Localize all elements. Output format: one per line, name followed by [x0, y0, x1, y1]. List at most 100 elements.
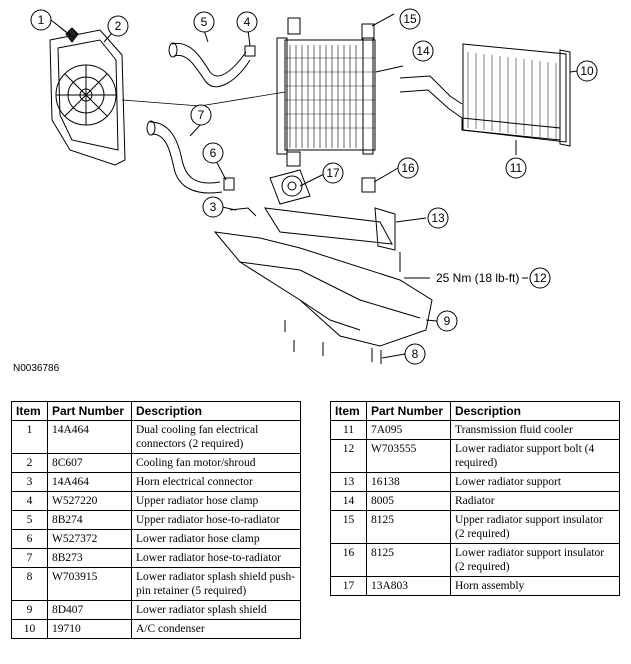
part-number-cell: 8125 — [366, 543, 451, 577]
torque-spec-label: 25 Nm (18 lb-ft) — [436, 271, 519, 285]
part-number-cell: W703915 — [47, 567, 132, 601]
item-cell: 11 — [330, 420, 367, 440]
callout-17: 17 — [322, 162, 344, 184]
table-header-row: Item Part Number Description — [11, 401, 301, 421]
svg-text:7: 7 — [198, 108, 205, 122]
callout-16: 16 — [397, 157, 419, 179]
svg-text:3: 3 — [210, 200, 217, 214]
lower-insulator-left — [286, 151, 301, 167]
item-cell: 9 — [11, 600, 48, 620]
description-cell: Upper radiator support insulator (2 requ… — [450, 510, 620, 544]
description-cell: Lower radiator splash shield — [131, 600, 301, 620]
item-cell: 15 — [330, 510, 367, 544]
svg-text:16: 16 — [401, 161, 415, 175]
horn-assembly-illustration — [269, 169, 311, 205]
item-cell: 17 — [330, 576, 367, 596]
item-cell: 8 — [11, 567, 48, 601]
upper-insulator-right — [361, 23, 375, 41]
part-number-cell: 16138 — [366, 472, 451, 492]
lower-radiator-hose-illustration — [146, 120, 223, 194]
svg-text:10: 10 — [580, 64, 594, 78]
fan-shroud-illustration — [49, 27, 126, 166]
lower-insulator-right — [361, 177, 376, 193]
part-number-cell: 8005 — [366, 491, 451, 511]
callout-4: 4 — [236, 11, 258, 33]
item-cell: 1 — [11, 420, 48, 454]
part-number-cell: 7A095 — [366, 420, 451, 440]
item-cell: 14 — [330, 491, 367, 511]
description-cell: Lower radiator hose-to-radiator — [131, 548, 301, 568]
table-header-row: Item Part Number Description — [330, 401, 620, 421]
push-pins-illustration — [284, 320, 382, 364]
item-cell: 2 — [11, 453, 48, 473]
upper-radiator-hose-illustration — [168, 42, 251, 88]
svg-text:17: 17 — [326, 166, 340, 180]
svg-text:13: 13 — [431, 211, 445, 225]
part-number-cell: 8D407 — [47, 600, 132, 620]
svg-text:2: 2 — [115, 19, 122, 33]
description-cell: Horn assembly — [450, 576, 620, 596]
transmission-cooler-illustration — [399, 75, 561, 141]
callout-5: 5 — [193, 11, 215, 33]
svg-text:9: 9 — [444, 314, 451, 328]
part-number-cell: 8B274 — [47, 510, 132, 530]
svg-text:12: 12 — [533, 271, 547, 285]
callout-9: 9 — [436, 310, 458, 332]
description-cell: Upper radiator hose clamp — [131, 491, 301, 511]
description-cell: Dual cooling fan electrical connectors (… — [131, 420, 301, 454]
description-cell: Lower radiator support bolt (4 required) — [450, 439, 620, 473]
callout-15: 15 — [399, 8, 421, 30]
item-cell: 12 — [330, 439, 367, 473]
callout-14: 14 — [412, 40, 434, 62]
header-part-number: Part Number — [366, 401, 451, 421]
part-number-cell: 14A464 — [47, 420, 132, 454]
item-cell: 13 — [330, 472, 367, 492]
item-cell: 5 — [11, 510, 48, 530]
item-cell: 10 — [11, 619, 48, 639]
callout-13: 13 — [427, 207, 449, 229]
ac-condenser-illustration — [462, 43, 571, 147]
svg-text:14: 14 — [416, 44, 430, 58]
description-cell: Upper radiator hose-to-radiator — [131, 510, 301, 530]
part-number-cell: W527220 — [47, 491, 132, 511]
splash-shield-illustration — [213, 231, 433, 347]
lower-radiator-support-illustration — [264, 207, 396, 251]
callout-3: 3 — [202, 196, 224, 218]
part-number-cell: 8125 — [366, 510, 451, 544]
description-cell: Cooling fan motor/shroud — [131, 453, 301, 473]
part-number-cell: 14A464 — [47, 472, 132, 492]
description-cell: Transmission fluid cooler — [450, 420, 620, 440]
item-cell: 16 — [330, 543, 367, 577]
callout-10: 10 — [576, 60, 598, 82]
description-cell: Lower radiator support — [450, 472, 620, 492]
svg-text:5: 5 — [201, 15, 208, 29]
description-cell: Lower radiator hose clamp — [131, 529, 301, 549]
horn-connector-illustration — [229, 207, 257, 217]
description-cell: A/C condenser — [131, 619, 301, 639]
part-number-cell: 13A803 — [366, 576, 451, 596]
callout-8: 8 — [404, 343, 426, 365]
header-part-number: Part Number — [47, 401, 132, 421]
item-cell: 6 — [11, 529, 48, 549]
radiator-illustration — [276, 37, 376, 155]
part-number-cell: W527372 — [47, 529, 132, 549]
part-number-cell: 8C607 — [47, 453, 132, 473]
header-item: Item — [330, 401, 367, 421]
part-number-cell: W703555 — [366, 439, 451, 473]
